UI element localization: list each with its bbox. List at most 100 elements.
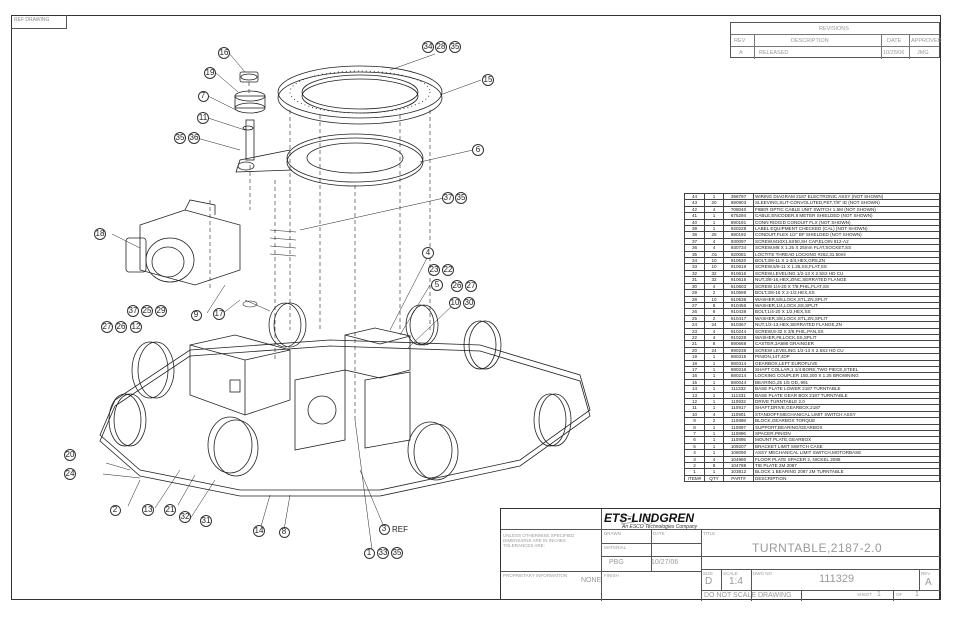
callout-bubble-8: 8 [278, 526, 290, 538]
rev-row-rev: A [739, 50, 743, 56]
callout-bubble-26: 26 [451, 280, 463, 292]
dwg-no-value: 111329 [819, 573, 855, 585]
rev-col-rev: REV [734, 38, 746, 44]
drawn-date-value: 10/27/06 [651, 559, 679, 566]
dwg-no-label: DWG NO [753, 571, 772, 576]
scale-value: 1:4 [729, 576, 743, 587]
ref-label: REF [392, 525, 408, 534]
material-label: MATERIAL [604, 545, 627, 550]
callout-bubble-29: 29 [155, 305, 167, 317]
callout-bubble-11: 11 [197, 112, 209, 124]
callout-bubble-20: 20 [64, 449, 76, 461]
callout-bubble-28: 28 [435, 41, 447, 53]
electronics-box [189, 334, 291, 416]
callout-bubble-12: 12 [130, 321, 142, 333]
rev-row-approved: JMG [917, 50, 929, 56]
callout-bubble-27: 27 [465, 280, 477, 292]
callout-bubble-25: 25 [141, 305, 153, 317]
company-subtitle: An ESCO Technologies Company [622, 524, 698, 530]
rev-label: REV [921, 571, 931, 576]
callout-bubble-6: 6 [472, 144, 484, 156]
drawn-by-value: PBG [609, 559, 624, 566]
bom-cell: SCREW,M10X1.5X50,SH CAP,ELOIN 912-A2 [753, 237, 940, 246]
bearing-ring [277, 65, 443, 125]
drawing-title: TURNTABLE,2187-2.0 [752, 541, 883, 555]
finish-label: FINISH [604, 573, 619, 578]
bom-header-cell: QTY [704, 474, 724, 483]
support-blocks [294, 369, 411, 451]
gearbox-motor [125, 199, 241, 286]
bom-cell: CONDUIT,FLEX 1/2" BF SHIELDED (NOT SHOWN… [753, 231, 940, 239]
callout-bubble-34: 34 [422, 41, 434, 53]
do-not-scale: DO NOT SCALE DRAWING [704, 592, 792, 599]
mount-plate [235, 133, 424, 187]
assembly-lines [209, 82, 431, 420]
bom-cell: NUT,3/8-16,HEX,ZINC,SERRATED FLANGE [753, 276, 940, 284]
callout-bubble-37: 37 [127, 305, 139, 317]
proprietary-label: PROPRIETARY INFORMATION [503, 573, 568, 578]
drawing-frame [11, 15, 941, 600]
sheet-value: 1 [877, 591, 881, 598]
callout-bubble-21: 21 [164, 504, 176, 516]
callout-bubble-23: 23 [428, 264, 440, 276]
of-value: 1 [915, 591, 919, 598]
callout-bubble-36: 36 [188, 132, 200, 144]
callout-bubble-31: 31 [200, 515, 212, 527]
finish-value: NONE [581, 577, 602, 584]
scale-label: SCALE [723, 571, 738, 576]
bom-cell: CONN RIDGID CONDUIT FLX (NOT SHOWN) [753, 218, 940, 227]
base-plate [99, 339, 591, 497]
callout-bubble-1: 1 [363, 547, 375, 559]
bom-cell: SHAFT COLLAR,1 1/4 BORE,TWO PIECE,STEEL [753, 365, 940, 374]
callout-bubble-33: 33 [377, 547, 389, 559]
bom-cell: WIRING DIAGRAM 2187 ELECTRONIC ASSY (NOT… [753, 192, 940, 201]
revision-header: REVISIONS [819, 26, 849, 32]
callout-bubble-32: 32 [179, 511, 191, 523]
rev-col-approved: APPROVED [911, 38, 942, 44]
company-name: ETS-LINDGREN [604, 511, 694, 525]
bom-header-cell: ITEM# [684, 474, 705, 483]
callout-bubble-7: 7 [197, 90, 209, 102]
casters [108, 302, 572, 481]
callout-bubble-35: 35 [391, 547, 403, 559]
bom-cell: CABLE,ENCODER,8 METER SHIELDED (NOT SHOW… [753, 212, 940, 220]
callout-bubble-22: 22 [442, 264, 454, 276]
callout-bubble-35: 35 [174, 132, 186, 144]
callout-bubble-17: 17 [213, 308, 225, 320]
callout-bubble-14: 14 [253, 525, 265, 537]
corner-tag: REF DRAWING [11, 15, 67, 29]
callout-bubble-30: 30 [463, 297, 475, 309]
bom-header-cell: DESCRIPTION [753, 474, 940, 483]
rev-col-description: DESCRIPTION [791, 38, 829, 44]
screws [242, 229, 297, 308]
callout-bubble-18: 18 [94, 228, 106, 240]
bom-cell: BASE PLATE GEAR BOX 2187 TURNTABLE [753, 391, 940, 400]
projection-symbol-icon [621, 514, 654, 525]
leader-lines [102, 52, 482, 551]
callout-bubble-5: 5 [431, 279, 443, 291]
callout-bubble-9: 9 [190, 309, 202, 321]
callout-bubble-35: 35 [455, 192, 467, 204]
callout-bubble-24: 24 [64, 468, 76, 480]
rev-value: A [925, 577, 932, 588]
sheet-label: SHEET [857, 592, 873, 597]
date-label: DATE [653, 531, 665, 536]
bom-cell: LABEL EQUIPMENT CHECKED (CAL) (NOT SHOWN… [753, 224, 940, 233]
